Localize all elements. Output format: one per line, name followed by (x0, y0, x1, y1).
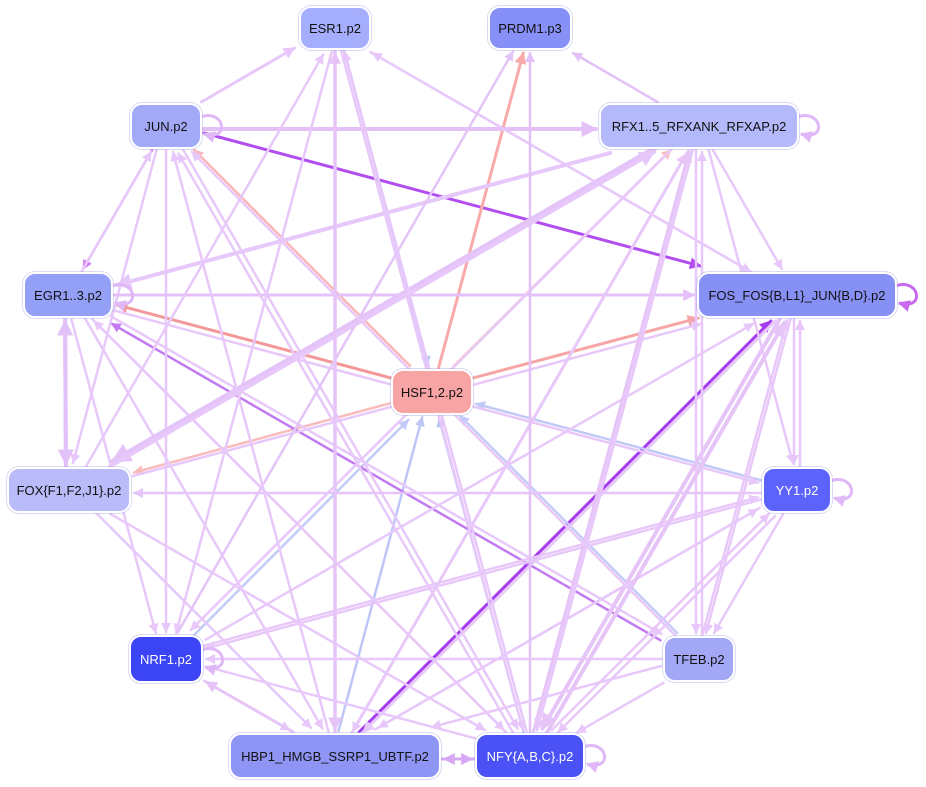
edge-tfeb-to-nfy (575, 681, 665, 734)
node-rfx[interactable]: RFX1..5_RFXANK_RFXAP.p2 (599, 103, 799, 149)
edge-hbp1-to-jun (170, 150, 330, 734)
self-loop-rfx (794, 114, 820, 143)
edge-esr1-to-nrf1 (173, 50, 333, 635)
edge-hbp1-to-hsf (337, 415, 425, 733)
edge-tfeb-to-egr (110, 322, 662, 642)
edge-egr-to-jun (80, 150, 153, 273)
edge-nfy-to-nrf1 (205, 664, 477, 740)
edge-egr-to-tfeb (109, 315, 663, 636)
edge-yy1-to-tfeb (712, 512, 785, 635)
edge-tfeb-to-hsf (458, 414, 679, 635)
edge-yy1-to-nfy (556, 514, 777, 734)
edge-fox-to-egr (57, 319, 74, 468)
edge-egr-to-hbp1 (83, 316, 324, 730)
self-loop-nfy (580, 744, 606, 773)
edge-nfy-to-jun (177, 152, 515, 735)
self-loop-yy1 (827, 478, 853, 507)
edge-hsf-to-fos (471, 315, 700, 380)
edge-nrf1-to-prdm1 (176, 50, 515, 634)
edge-hsf-to-fox (132, 402, 392, 475)
self-loop-egr (108, 283, 134, 312)
edge-jun-to-esr1 (200, 46, 296, 104)
edge-nfy-to-fos (544, 320, 787, 736)
edge-fos-to-hbp1 (361, 319, 777, 734)
edge-fox-to-nfy (109, 512, 487, 732)
edge-rfx-to-prdm1 (571, 51, 659, 104)
node-tfeb[interactable]: TFEB.p2 (663, 636, 735, 682)
node-egr[interactable]: EGR1..3.p2 (23, 272, 113, 318)
node-nfy[interactable]: NFY{A,B,C}.p2 (475, 733, 585, 779)
edge-fos-to-esr1 (371, 51, 756, 275)
node-nrf1[interactable]: NRF1.p2 (129, 635, 203, 683)
node-jun[interactable]: JUN.p2 (130, 103, 202, 149)
edge-fox-to-rfx (108, 150, 656, 468)
node-fox[interactable]: FOX{F1,F2,J1}.p2 (7, 467, 131, 513)
edge-nfy-to-egr (92, 319, 508, 734)
node-fos[interactable]: FOS_FOS{B,L1}_JUN{B,D}.p2 (697, 272, 897, 318)
node-yy1[interactable]: YY1.p2 (762, 467, 832, 513)
edge-nrf1-to-yy1 (201, 494, 760, 648)
edge-nrf1-to-fos (204, 322, 755, 641)
edge-nfy-to-rfx (532, 149, 693, 733)
edge-fox-to-hbp1 (93, 510, 313, 730)
edge-hbp1-to-yy1 (373, 508, 759, 731)
self-loop-jun (197, 114, 223, 143)
edge-rfx-to-nfy (534, 148, 695, 732)
self-loop-layer (108, 114, 918, 773)
edge-hbp1-to-nrf1 (204, 680, 295, 734)
edge-rfx-to-egr (114, 150, 613, 290)
node-hbp1[interactable]: HBP1_HMGB_SSRP1_UBTF.p2 (229, 733, 441, 779)
edge-hbp1-to-rfx (350, 152, 689, 735)
edge-rfx-to-fox (110, 144, 659, 464)
edge-rfx-to-fos (711, 148, 784, 271)
edge-yy1-to-hsf (474, 401, 763, 482)
node-prdm1[interactable]: PRDM1.p3 (488, 6, 572, 50)
self-loop-fos (892, 283, 918, 312)
edge-fox-to-esr1 (84, 53, 325, 469)
edge-hsf-to-jun (192, 148, 412, 368)
edge-layer (57, 46, 805, 765)
edge-tfeb-to-hbp1 (430, 664, 663, 730)
node-hsf[interactable]: HSF1,2.p2 (391, 369, 473, 415)
edge-hsf-to-prdm1 (437, 51, 527, 370)
node-esr1[interactable]: ESR1.p2 (299, 6, 371, 50)
edge-jun-to-fos (202, 131, 703, 270)
self-loop-nrf1 (198, 647, 224, 676)
edge-fos-to-tfeb (703, 317, 792, 635)
edge-tfeb-to-fos (701, 318, 790, 636)
